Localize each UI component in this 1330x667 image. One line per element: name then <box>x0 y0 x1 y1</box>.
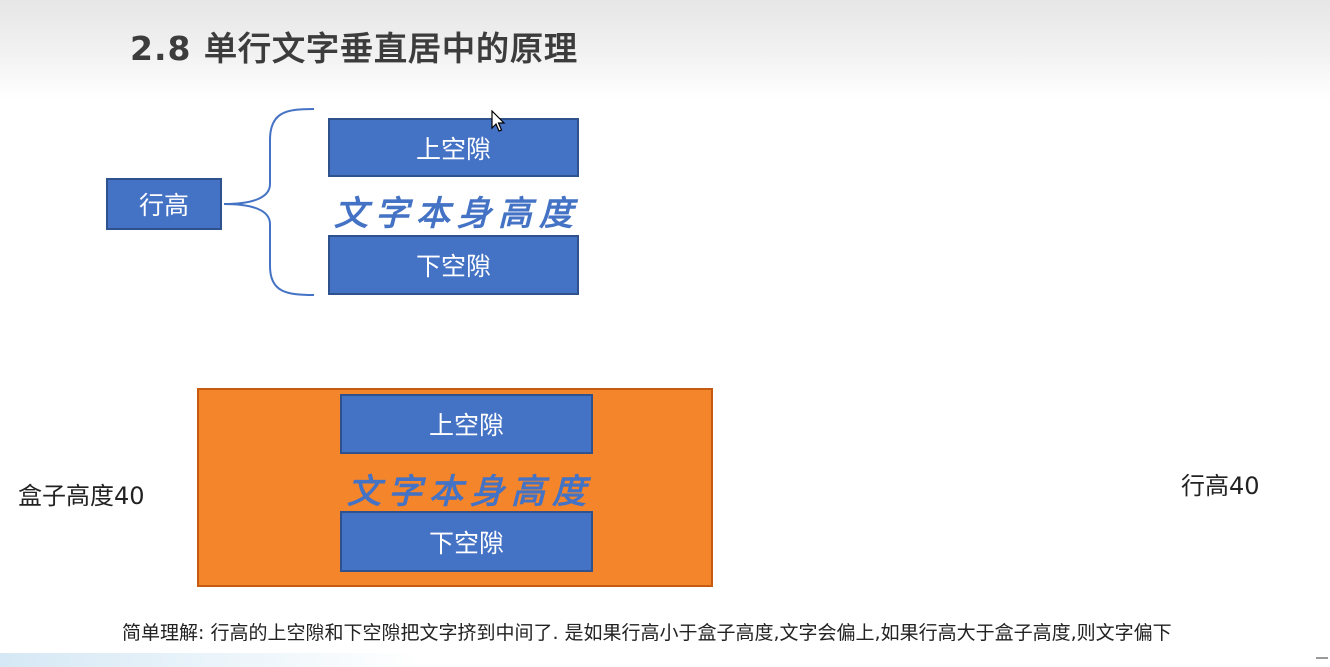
line-height-box: 行高 <box>106 178 222 230</box>
page-title: 2.8 单行文字垂直居中的原理 <box>130 29 578 68</box>
text-height-label: 文字本身高度 <box>334 194 580 234</box>
mouse-cursor-icon <box>491 110 506 132</box>
inner-bottom-gap-box: 下空隙 <box>340 511 593 572</box>
title-band <box>0 0 1330 100</box>
summary-text: 简单理解: 行高的上空隙和下空隙把文字挤到中间了. 是如果行高小于盒子高度,文字… <box>122 622 1172 644</box>
footer-decoration <box>0 653 420 667</box>
inner-text-height-label: 文字本身高度 <box>347 472 593 512</box>
top-gap-box: 上空隙 <box>328 118 579 177</box>
curly-brace-icon <box>223 108 315 296</box>
inner-top-gap-box: 上空隙 <box>340 394 593 454</box>
line-height-40-label: 行高40 <box>1181 472 1260 500</box>
corner-mark-icon <box>1316 657 1328 665</box>
box-height-label: 盒子高度40 <box>18 482 145 510</box>
bottom-gap-box: 下空隙 <box>328 235 579 295</box>
